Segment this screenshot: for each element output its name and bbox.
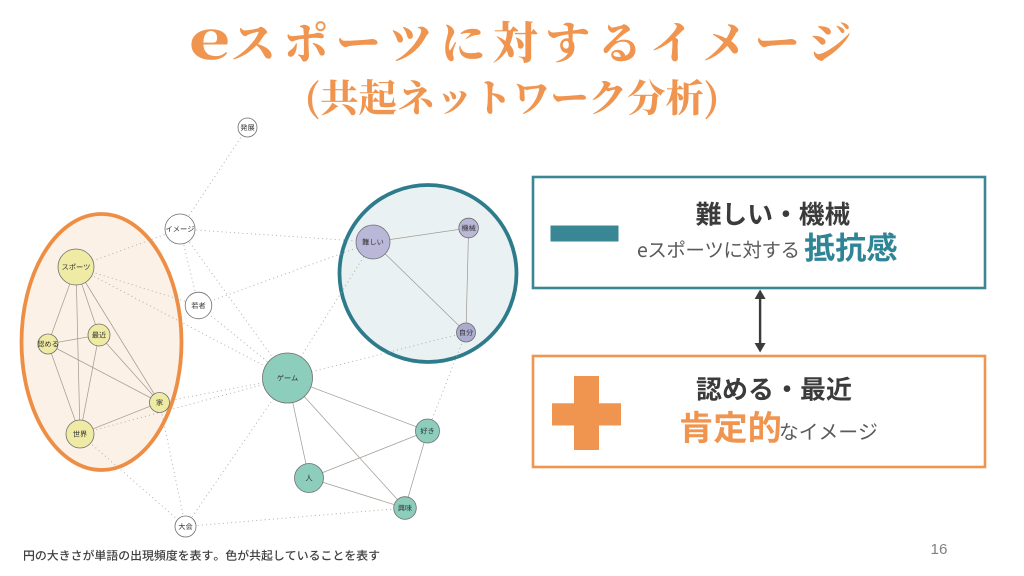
svg-text:16: 16 bbox=[931, 541, 948, 558]
